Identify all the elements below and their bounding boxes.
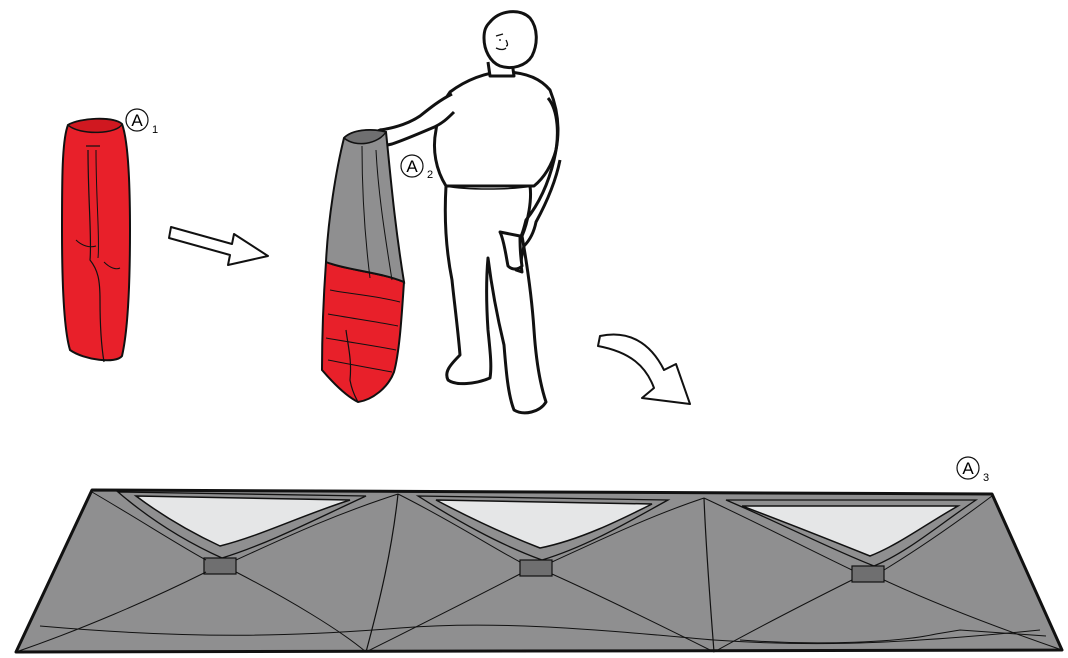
callout-a3-number: 3 bbox=[983, 472, 989, 484]
callout-a2-letter: A bbox=[406, 157, 418, 176]
person-figure bbox=[371, 12, 560, 413]
callout-a2-number: 2 bbox=[427, 169, 433, 181]
callout-a1-number: 1 bbox=[152, 124, 158, 136]
callout-a1: A 1 bbox=[126, 109, 158, 136]
callout-a2: A 2 bbox=[401, 155, 433, 181]
packed-bag bbox=[62, 119, 130, 362]
callout-a3: A 3 bbox=[957, 457, 989, 484]
arrow-right-icon bbox=[169, 227, 268, 265]
arrow-curved-icon bbox=[598, 334, 690, 404]
callout-a3-letter: A bbox=[962, 459, 974, 478]
unpacking-bag bbox=[322, 130, 404, 402]
callout-a1-letter: A bbox=[131, 111, 143, 130]
deployed-panel bbox=[16, 490, 1062, 652]
